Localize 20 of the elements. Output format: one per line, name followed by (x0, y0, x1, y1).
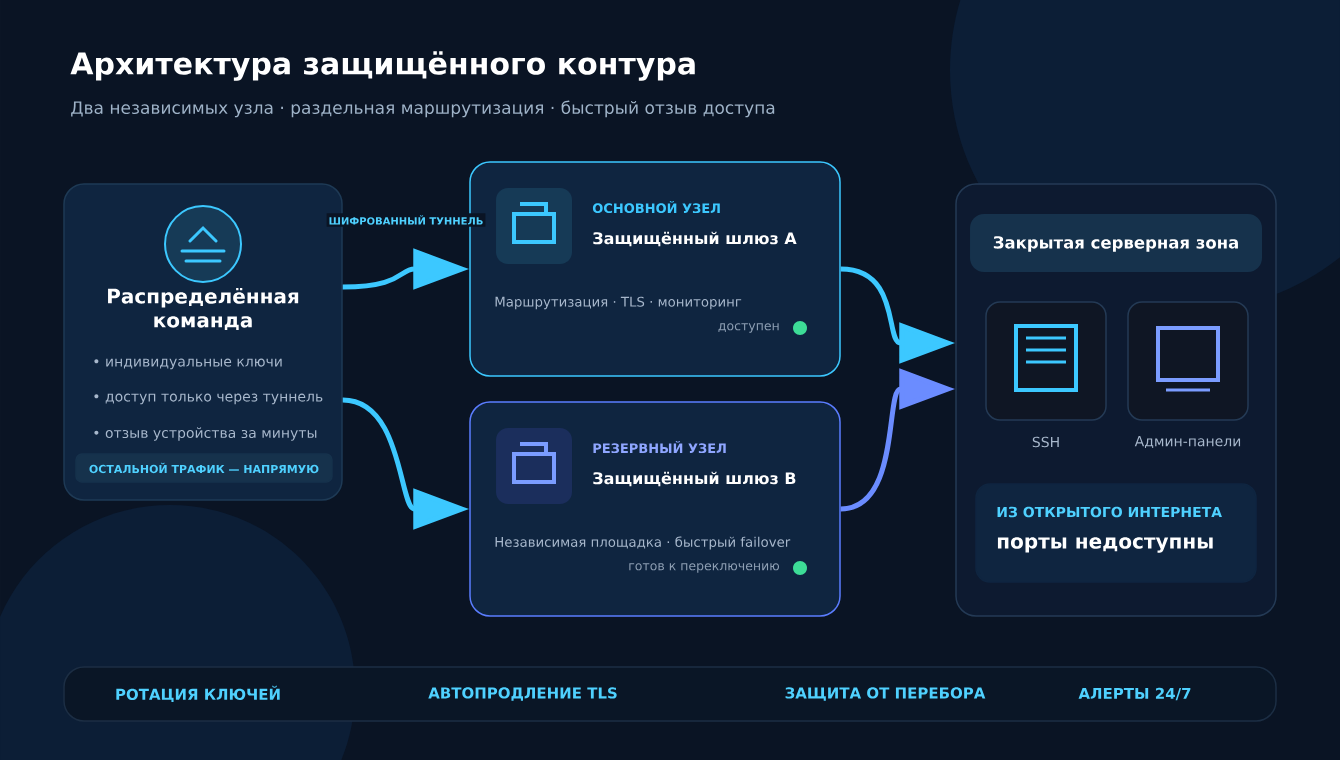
traffic-pill: ОСТАЛЬНОЙ ТРАФИК — НАПРЯМУЮ (75, 453, 333, 483)
feature-bar: РОТАЦИЯ КЛЮЧЕЙ АВТОПРОДЛЕНИЕ TLS ЗАЩИТА ОТ ПЕРЕБОРА АЛЕРТЫ 24/7 (63, 666, 1277, 722)
node-label: Защищённый шлюз А (593, 231, 797, 247)
node-label: • отзыв устройства за минуты (94, 427, 317, 441)
title: Архитектура защищённого контура (70, 51, 695, 81)
node-label: готов к переключению (629, 563, 780, 573)
node-label: РЕЗЕРВНЫЙ УЗЕЛ (593, 440, 726, 454)
subtitle: Два независимых узла · раздельная маршрутизация · быстрый отзыв доступа (71, 100, 775, 118)
node-label: Защищённый шлюз B (593, 471, 796, 487)
node-label: Независимая площадка · быстрый failover (495, 536, 791, 550)
node-label: Распределённая команда (108, 287, 299, 331)
node-label: Маршрутизация · TLS · мониторинг (495, 296, 742, 310)
node-label: доступен (718, 323, 779, 333)
node-label: ОСНОВНОЙ УЗЕЛ (592, 200, 720, 214)
notice-box: ИЗ ОТКРЫТОГО ИНТЕРНЕТА порты недоступны (975, 483, 1257, 583)
node-label: • доступ только через туннель (94, 393, 323, 405)
gateway-card: РЕЗЕРВНЫЙ УЗЕЛ Защищённый шлюз B Независимая площадка · быстрый failover готов к переключению (469, 401, 841, 617)
node-label: • индивидуальные ключи (94, 358, 282, 370)
service-tile: Админ-панели (1127, 301, 1249, 449)
edge-label: ШИФРОВАННЫЙ ТУННЕЛЬ (326, 213, 486, 227)
